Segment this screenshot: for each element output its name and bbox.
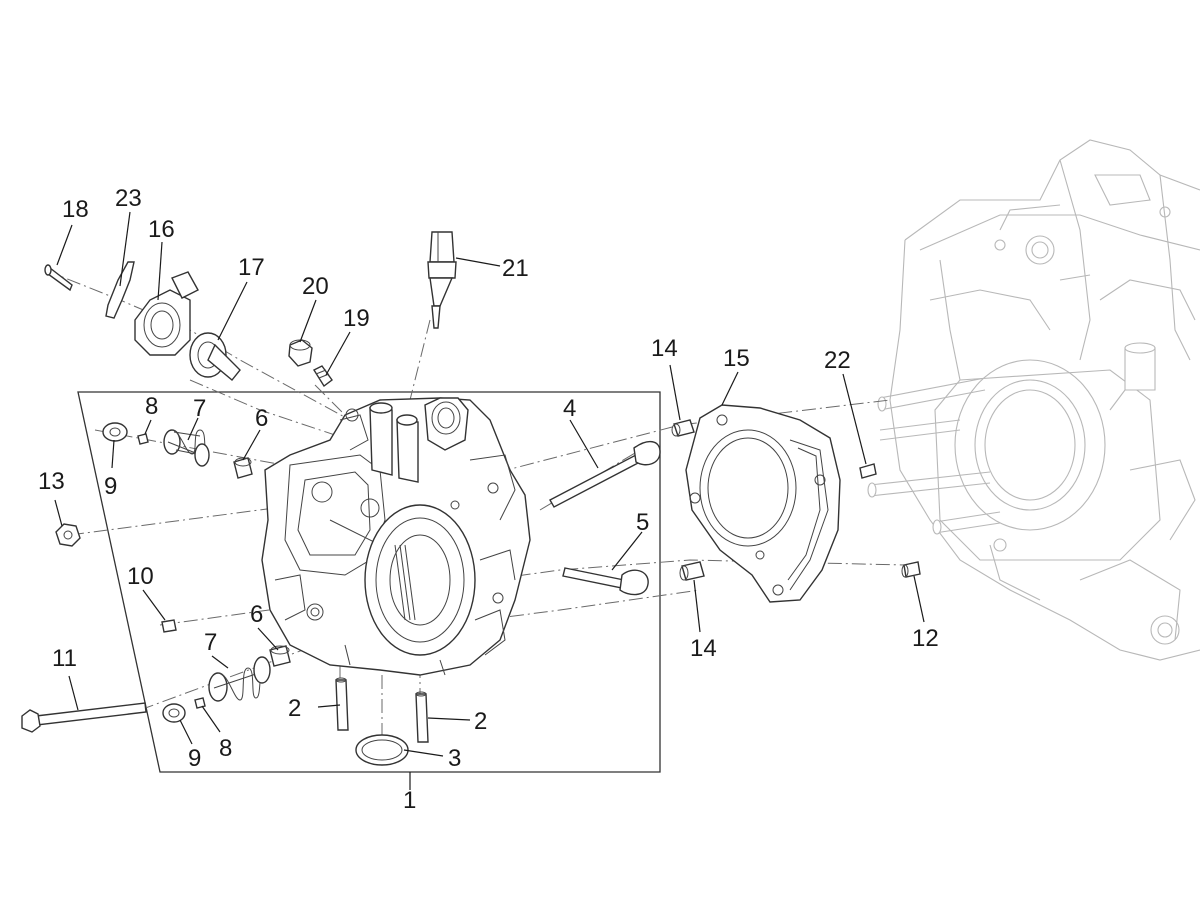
callout-9: 9 xyxy=(188,745,201,772)
part-13-nut xyxy=(55,523,81,547)
callout-1: 1 xyxy=(403,787,416,814)
part-12-dowel xyxy=(901,561,921,578)
callout-10: 10 xyxy=(127,563,154,590)
callout-15: 15 xyxy=(723,345,750,372)
part-7-valve-spring-upper xyxy=(163,429,210,467)
part-7-valve-spring-lower xyxy=(208,656,271,702)
part-6-valve-seal-lower xyxy=(269,645,291,667)
callout-4: 4 xyxy=(563,395,576,422)
leader-lines xyxy=(54,211,925,790)
part-20-cap xyxy=(288,339,313,367)
part-17-thermostat xyxy=(189,332,241,381)
part-14-dowel-lower xyxy=(679,561,705,581)
callout-2: 2 xyxy=(474,708,487,735)
callout-13: 13 xyxy=(38,468,65,495)
part-23-bracket xyxy=(105,261,135,319)
callout-14: 14 xyxy=(651,335,678,362)
part-3-o-ring xyxy=(355,734,409,766)
callout-8: 8 xyxy=(145,393,158,420)
part-15-head-gasket xyxy=(685,404,841,603)
callout-19: 19 xyxy=(343,305,370,332)
part-6-valve-seal-upper xyxy=(233,457,253,479)
part-8-valve-cotter-lower xyxy=(194,697,206,709)
crankcase-ghost xyxy=(867,139,1200,661)
callout-12: 12 xyxy=(912,625,939,652)
part-21-temperature-sensor xyxy=(427,231,457,329)
callout-16: 16 xyxy=(148,216,175,243)
part-14-dowel-upper xyxy=(671,419,695,437)
callout-7: 7 xyxy=(193,395,206,422)
part-9-spring-retainer-upper xyxy=(102,422,128,442)
part-2-dowel-left xyxy=(335,677,349,731)
part-18-bolt xyxy=(44,264,73,292)
callout-5: 5 xyxy=(636,509,649,536)
callout-labels: 1 2 2 3 4 5 6 6 7 7 8 8 9 9 10 11 12 13 … xyxy=(38,185,939,814)
callout-6: 6 xyxy=(255,405,268,432)
callout-6: 6 xyxy=(250,601,263,628)
callout-23: 23 xyxy=(115,185,142,212)
cylinder-head xyxy=(261,397,531,676)
callout-21: 21 xyxy=(502,255,529,282)
part-10-dowel xyxy=(161,619,177,633)
cylinder-head-assembly-frame xyxy=(77,391,661,773)
part-8-valve-cotter-upper xyxy=(137,433,149,445)
callout-11: 11 xyxy=(52,645,77,672)
part-9-spring-retainer-lower xyxy=(162,703,186,723)
part-4-valve xyxy=(549,441,661,508)
part-5-valve xyxy=(562,567,649,596)
callout-14: 14 xyxy=(690,635,717,662)
part-16-thermostat-housing xyxy=(134,271,199,356)
callout-3: 3 xyxy=(448,745,461,772)
part-2-dowel-right xyxy=(415,691,429,743)
callout-8: 8 xyxy=(219,735,232,762)
callout-17: 17 xyxy=(238,254,265,281)
callout-7: 7 xyxy=(204,629,217,656)
callout-18: 18 xyxy=(62,196,89,223)
callout-9: 9 xyxy=(104,473,117,500)
callout-22: 22 xyxy=(824,347,851,374)
callout-2: 2 xyxy=(288,695,301,722)
part-22-dowel xyxy=(859,463,877,479)
part-19-screw xyxy=(312,365,333,388)
callout-20: 20 xyxy=(302,273,329,300)
part-11-long-bolt xyxy=(21,702,147,733)
